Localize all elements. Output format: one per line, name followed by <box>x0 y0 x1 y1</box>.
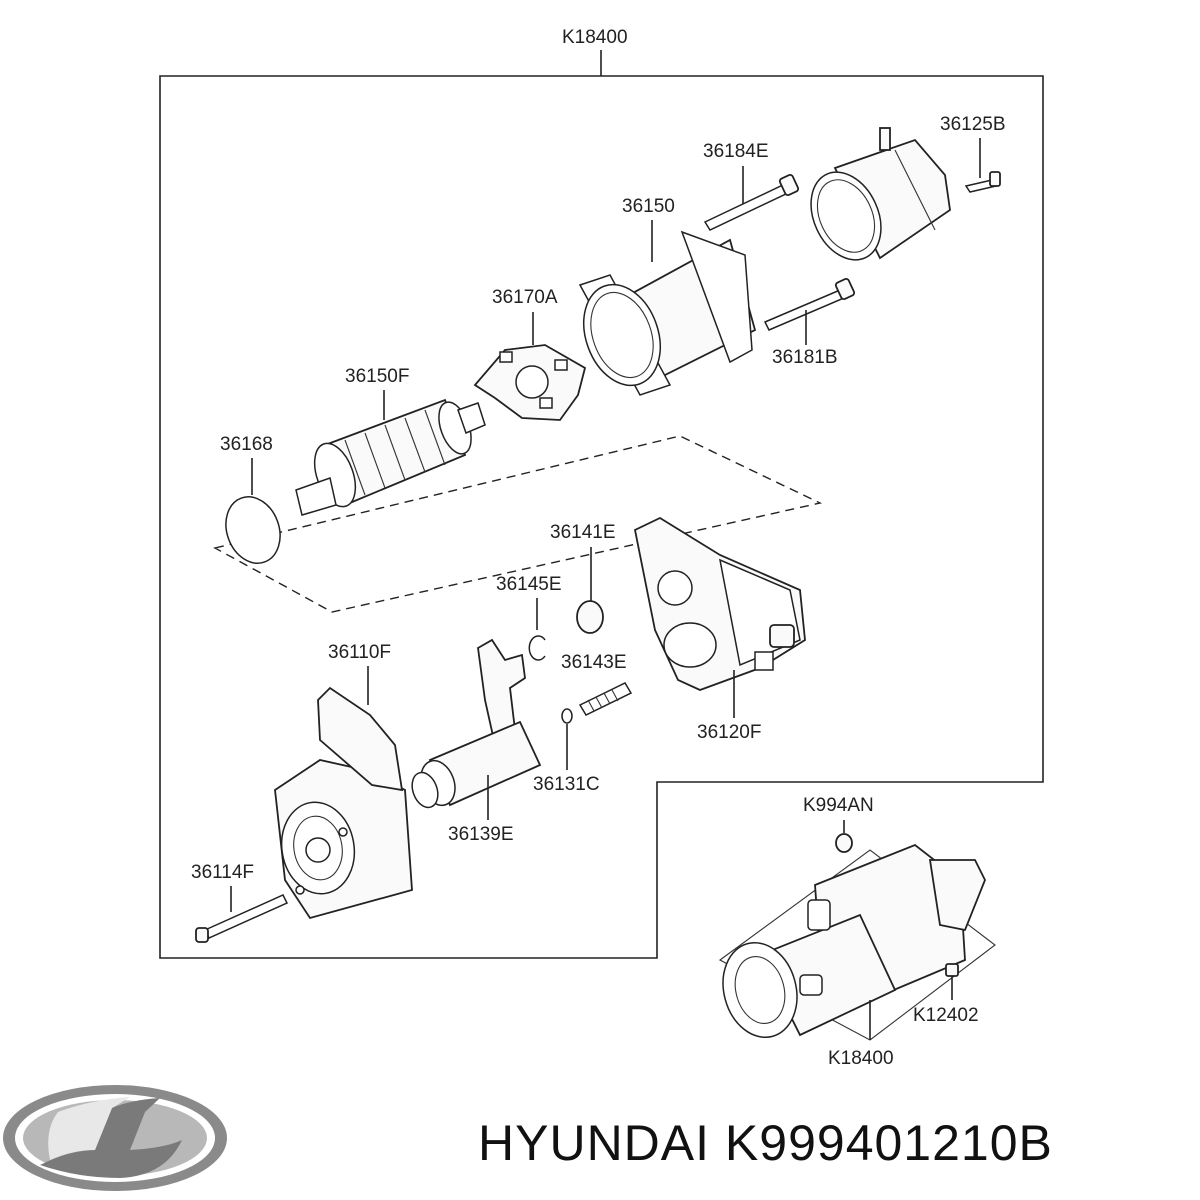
armature-36150F <box>295 398 486 516</box>
brush-holder-36170A <box>473 344 587 421</box>
front-housing-36110F <box>274 686 413 920</box>
label-K12402: K12402 <box>913 1005 979 1026</box>
rear-end-cover <box>810 127 951 261</box>
bolt-K12402 <box>945 963 959 1000</box>
label-36131C: 36131C <box>533 774 600 795</box>
label-36184E: 36184E <box>703 141 769 162</box>
bolt-36114F <box>195 894 289 943</box>
label-36141E: 36141E <box>550 522 616 543</box>
gear-36141E <box>576 600 604 634</box>
ring-36131C <box>561 708 573 724</box>
assembled-starter-motor <box>722 843 986 1039</box>
bolt-36125B <box>964 171 1001 193</box>
label-36150F: 36150F <box>345 366 409 387</box>
hyundai-logo <box>3 1085 227 1191</box>
label-36114F: 36114F <box>191 862 254 883</box>
ring-36168 <box>225 496 281 564</box>
label-assembly-top: K18400 <box>562 27 628 48</box>
label-36125B: 36125B <box>940 114 1006 135</box>
label-36150: 36150 <box>622 196 675 217</box>
sub-assembly-dashed-outline <box>213 435 823 613</box>
label-36170A: 36170A <box>492 287 558 308</box>
clip-36145E <box>528 635 546 661</box>
brand-part-number: HYUNDAI K999401210B <box>478 1115 1053 1171</box>
yoke-36150 <box>578 230 757 396</box>
label-36120F: 36120F <box>697 722 761 743</box>
nut-K994AN <box>835 833 853 853</box>
label-K994AN: K994AN <box>803 795 874 816</box>
assembly-frame <box>159 75 1044 959</box>
label-36168: 36168 <box>220 434 273 455</box>
spring-36143E <box>578 682 633 716</box>
solenoid-housing-36120F <box>633 516 806 691</box>
bolt-36184E <box>703 173 800 231</box>
label-36143E: 36143E <box>561 652 627 673</box>
clutch-assembly-36139E <box>411 638 542 809</box>
label-assembly-bottom: K18400 <box>828 1048 894 1069</box>
bolt-36181B <box>763 277 856 331</box>
label-36110F: 36110F <box>328 642 391 663</box>
label-36139E: 36139E <box>448 824 514 845</box>
label-36181B: 36181B <box>772 347 838 368</box>
label-36145E: 36145E <box>496 574 562 595</box>
